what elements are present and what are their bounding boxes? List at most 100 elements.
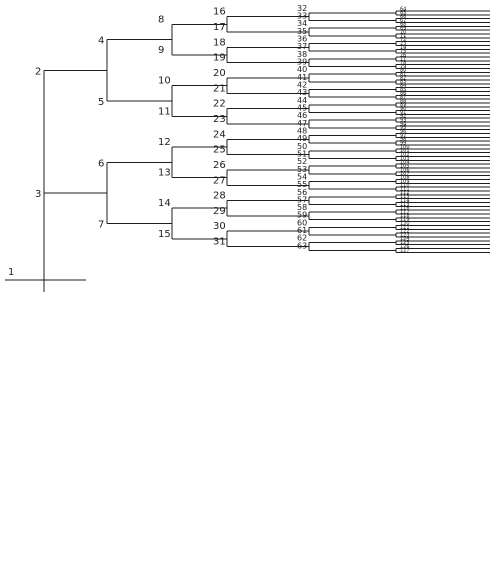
- node-18-label: 18: [213, 37, 226, 48]
- node-112-label: 112: [400, 190, 410, 196]
- node-110-label: 110: [400, 183, 410, 189]
- node-114-label: 114: [400, 198, 410, 204]
- node-111-label: 111: [400, 186, 410, 192]
- node-58-label: 58: [297, 203, 307, 212]
- node-14-label: 14: [158, 198, 171, 209]
- node-72-label: 72: [400, 37, 406, 43]
- node-5-label: 5: [98, 97, 104, 108]
- node-46-label: 46: [297, 111, 307, 120]
- node-11-label: 11: [158, 106, 171, 117]
- node-26-label: 26: [213, 160, 226, 171]
- node-19-label: 19: [213, 53, 226, 64]
- node-70-label: 70: [400, 29, 406, 35]
- node-36-label: 36: [297, 35, 307, 44]
- node-49-label: 49: [297, 134, 307, 143]
- node-65-label: 65: [400, 10, 406, 16]
- node-41-label: 41: [297, 73, 307, 82]
- node-96-label: 96: [400, 129, 406, 135]
- node-73-label: 73: [400, 41, 406, 47]
- node-43-label: 43: [297, 88, 307, 97]
- node-71-label: 71: [400, 33, 406, 39]
- node-62-label: 62: [297, 234, 307, 243]
- node-35-label: 35: [297, 27, 307, 36]
- node-85-label: 85: [400, 87, 406, 93]
- node-55-label: 55: [297, 180, 307, 189]
- node-64-label: 64: [400, 6, 406, 12]
- node-17-label: 17: [213, 22, 226, 33]
- node-109-label: 109: [400, 179, 410, 185]
- node-52-label: 52: [297, 157, 307, 166]
- node-75-label: 75: [400, 49, 406, 55]
- node-83-label: 83: [400, 79, 406, 85]
- node-97-label: 97: [400, 133, 406, 139]
- node-120-label: 120: [400, 221, 410, 227]
- node-118-label: 118: [400, 213, 410, 219]
- node-91-label: 91: [400, 110, 406, 116]
- node-122-label: 122: [400, 229, 410, 235]
- node-9-label: 9: [158, 45, 164, 56]
- node-33-label: 33: [297, 12, 307, 21]
- node-48-label: 48: [297, 126, 307, 135]
- node-104-label: 104: [400, 160, 410, 166]
- node-31-label: 31: [213, 237, 226, 248]
- node-56-label: 56: [297, 188, 307, 197]
- node-80-label: 80: [400, 68, 406, 74]
- node-88-label: 88: [400, 98, 406, 104]
- node-50-label: 50: [297, 142, 307, 151]
- node-10-label: 10: [158, 76, 171, 87]
- node-16-label: 16: [213, 7, 226, 18]
- node-59-label: 59: [297, 211, 307, 220]
- node-28-label: 28: [213, 191, 226, 202]
- node-3-label: 3: [35, 189, 41, 200]
- node-107-label: 107: [400, 171, 410, 177]
- node-123-label: 123: [400, 232, 410, 238]
- node-99-label: 99: [400, 140, 406, 146]
- node-45-label: 45: [297, 103, 307, 112]
- node-79-label: 79: [400, 64, 406, 70]
- node-121-label: 121: [400, 225, 410, 231]
- node-69-label: 69: [400, 26, 406, 32]
- node-30-label: 30: [213, 221, 226, 232]
- node-22-label: 22: [213, 99, 226, 110]
- node-47-label: 47: [297, 119, 307, 128]
- node-77-label: 77: [400, 56, 406, 62]
- node-25-label: 25: [213, 145, 226, 156]
- node-66-label: 66: [400, 14, 406, 20]
- node-39-label: 39: [297, 58, 307, 67]
- node-105-label: 105: [400, 163, 410, 169]
- node-82-label: 82: [400, 75, 406, 81]
- node-113-label: 113: [400, 194, 410, 200]
- node-126-label: 126: [400, 244, 410, 250]
- node-32-label: 32: [297, 4, 307, 13]
- node-40-label: 40: [297, 65, 307, 74]
- node-78-label: 78: [400, 60, 406, 66]
- node-51-label: 51: [297, 149, 307, 158]
- node-86-label: 86: [400, 91, 406, 97]
- node-44-label: 44: [297, 96, 307, 105]
- node-125-label: 125: [400, 240, 410, 246]
- node-116-label: 116: [400, 206, 410, 212]
- node-93-label: 93: [400, 117, 406, 123]
- node-102-label: 102: [400, 152, 410, 158]
- node-12-label: 12: [158, 137, 171, 148]
- node-23-label: 23: [213, 114, 226, 125]
- node-84-label: 84: [400, 83, 406, 89]
- node-29-label: 29: [213, 206, 226, 217]
- node-37-label: 37: [297, 42, 307, 51]
- node-89-label: 89: [400, 102, 406, 108]
- node-92-label: 92: [400, 114, 406, 120]
- node-20-label: 20: [213, 68, 226, 79]
- node-74-label: 74: [400, 45, 406, 51]
- node-27-label: 27: [213, 175, 226, 186]
- node-94-label: 94: [400, 121, 406, 127]
- node-127-label: 127: [400, 248, 410, 254]
- node-57-label: 57: [297, 195, 307, 204]
- node-67-label: 67: [400, 18, 406, 24]
- node-54-label: 54: [297, 172, 307, 181]
- node-61-label: 61: [297, 226, 307, 235]
- node-76-label: 76: [400, 52, 406, 58]
- node-53-label: 53: [297, 165, 307, 174]
- node-15-label: 15: [158, 229, 171, 240]
- node-21-label: 21: [213, 83, 226, 94]
- node-87-label: 87: [400, 94, 406, 100]
